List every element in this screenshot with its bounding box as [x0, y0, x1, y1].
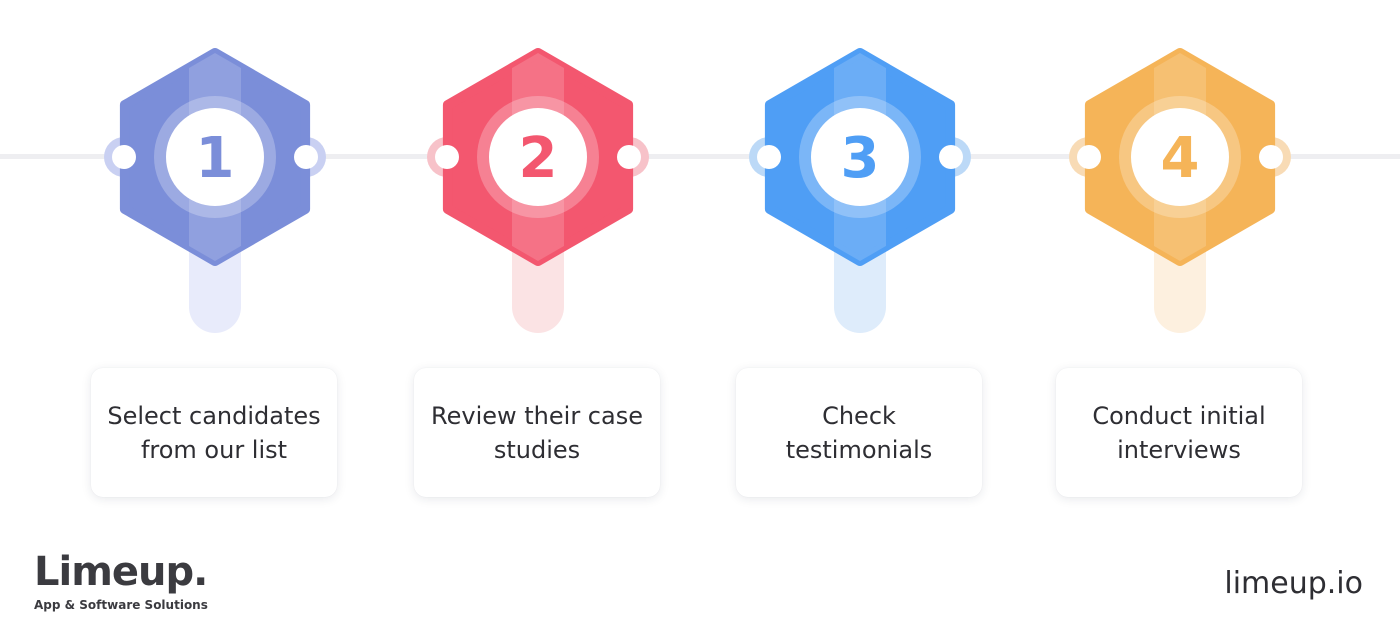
- connector-hole: [435, 145, 459, 169]
- brand-tagline: App & Software Solutions: [34, 598, 208, 612]
- step-graphic: 3: [749, 48, 971, 333]
- connector-hole: [617, 145, 641, 169]
- step-label: Check testimonials: [785, 401, 933, 464]
- connector-hole: [757, 145, 781, 169]
- timeline-line: [0, 154, 1400, 159]
- number-circle: [811, 108, 909, 206]
- step-card: Check testimonials: [736, 368, 982, 497]
- connector-hole: [294, 145, 318, 169]
- step-graphic: 4: [1069, 48, 1291, 333]
- number-circle: [1131, 108, 1229, 206]
- step-number: 4: [1161, 126, 1200, 191]
- step-card: Conduct initial interviews: [1056, 368, 1302, 497]
- site-url[interactable]: limeup.io: [1224, 566, 1363, 601]
- connector-hole: [939, 145, 963, 169]
- step-graphic: 1: [104, 48, 326, 333]
- brand-logo: Limeup. App & Software Solutions: [34, 548, 208, 612]
- step-label: Conduct initial interviews: [1092, 401, 1266, 464]
- step-card: Select candidates from our list: [91, 368, 337, 497]
- number-circle: [489, 108, 587, 206]
- step-card: Review their case studies: [414, 368, 660, 497]
- number-circle: [166, 108, 264, 206]
- step-label: Review their case studies: [431, 401, 643, 464]
- connector-hole: [1077, 145, 1101, 169]
- step-graphic: 2: [427, 48, 649, 333]
- connector-hole: [112, 145, 136, 169]
- step-number: 2: [519, 126, 558, 191]
- step-number: 1: [196, 126, 235, 191]
- connector-hole: [1259, 145, 1283, 169]
- step-label: Select candidates from our list: [107, 401, 321, 464]
- step-number: 3: [841, 126, 880, 191]
- brand-name: Limeup.: [34, 549, 208, 595]
